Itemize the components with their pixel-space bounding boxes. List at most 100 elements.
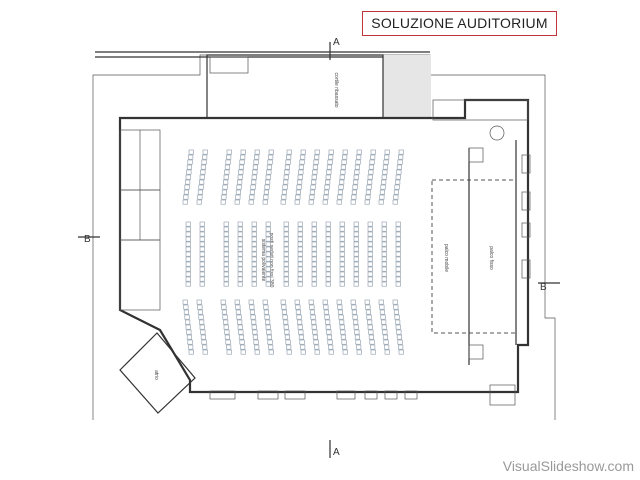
chair (187, 339, 193, 345)
chair (240, 344, 246, 350)
chair (237, 179, 243, 185)
chair (265, 271, 271, 277)
chair (311, 261, 317, 267)
chair (394, 314, 400, 320)
chair (223, 221, 229, 227)
chair (367, 174, 373, 180)
chair (354, 169, 360, 175)
chair (200, 334, 206, 340)
chair (381, 266, 387, 272)
chair (325, 174, 331, 180)
chair (325, 231, 331, 237)
ramp (383, 55, 431, 117)
stair-box (468, 147, 484, 163)
chair (188, 149, 194, 155)
chair (368, 164, 375, 170)
chair (325, 251, 331, 257)
chair (326, 334, 333, 340)
chair (280, 199, 286, 205)
chair (398, 154, 404, 160)
chair (199, 179, 205, 185)
chair (295, 194, 301, 200)
chair (188, 154, 194, 160)
chair (370, 149, 376, 155)
chair (367, 256, 373, 262)
chair (251, 221, 257, 227)
chair (395, 281, 401, 287)
chair (325, 221, 331, 227)
chair (364, 199, 370, 205)
chair (298, 329, 304, 335)
chair (266, 334, 273, 340)
chair (220, 299, 226, 305)
chair (251, 281, 257, 287)
chair (353, 261, 359, 267)
chair (202, 344, 208, 350)
chair (382, 329, 388, 335)
chair (201, 159, 207, 165)
chair (312, 334, 319, 340)
chair (199, 221, 205, 227)
chair (224, 334, 230, 340)
chair (353, 236, 359, 242)
chair (378, 299, 384, 305)
chair (339, 281, 345, 287)
chair (254, 149, 260, 155)
chair (396, 164, 403, 170)
chair (265, 179, 271, 185)
chair (185, 319, 191, 325)
chair (381, 221, 387, 227)
chair (367, 276, 373, 282)
watermark: VisualSlideshow.com (502, 458, 634, 474)
chair (380, 184, 386, 190)
chair (265, 256, 271, 262)
chair (224, 164, 230, 170)
chair (379, 304, 385, 310)
chair (308, 299, 314, 305)
chair (339, 261, 345, 267)
chair (310, 184, 316, 190)
chair (237, 281, 243, 287)
chair (355, 339, 361, 345)
chair (185, 256, 191, 262)
chair (265, 246, 271, 252)
chair (186, 334, 192, 340)
chair (223, 319, 229, 325)
chair (284, 169, 290, 175)
chair (224, 169, 230, 175)
chair (284, 334, 291, 340)
chair (339, 319, 345, 325)
chair (326, 329, 332, 335)
chair (265, 276, 271, 282)
chair (396, 329, 402, 335)
chair (268, 149, 274, 155)
chair (353, 226, 359, 232)
chair (339, 271, 345, 277)
chair (380, 314, 386, 320)
chair (369, 159, 375, 165)
chair (266, 329, 272, 335)
chair (187, 159, 193, 165)
chair (185, 276, 191, 282)
chair (352, 184, 358, 190)
chair (281, 309, 288, 315)
chair (198, 184, 204, 190)
chair (370, 154, 376, 160)
chair (392, 299, 398, 305)
chair (381, 226, 387, 232)
chair (295, 189, 302, 195)
chair (251, 276, 257, 282)
chair (238, 164, 244, 170)
chair (263, 189, 270, 195)
chair (254, 344, 260, 350)
chair (351, 189, 358, 195)
chair (183, 194, 189, 200)
chair (337, 189, 344, 195)
chair (251, 261, 257, 267)
chair (394, 184, 400, 190)
chair (280, 299, 286, 305)
chair (226, 349, 232, 355)
chair (381, 281, 387, 287)
chair (337, 309, 344, 315)
svg-text:B: B (540, 282, 547, 293)
